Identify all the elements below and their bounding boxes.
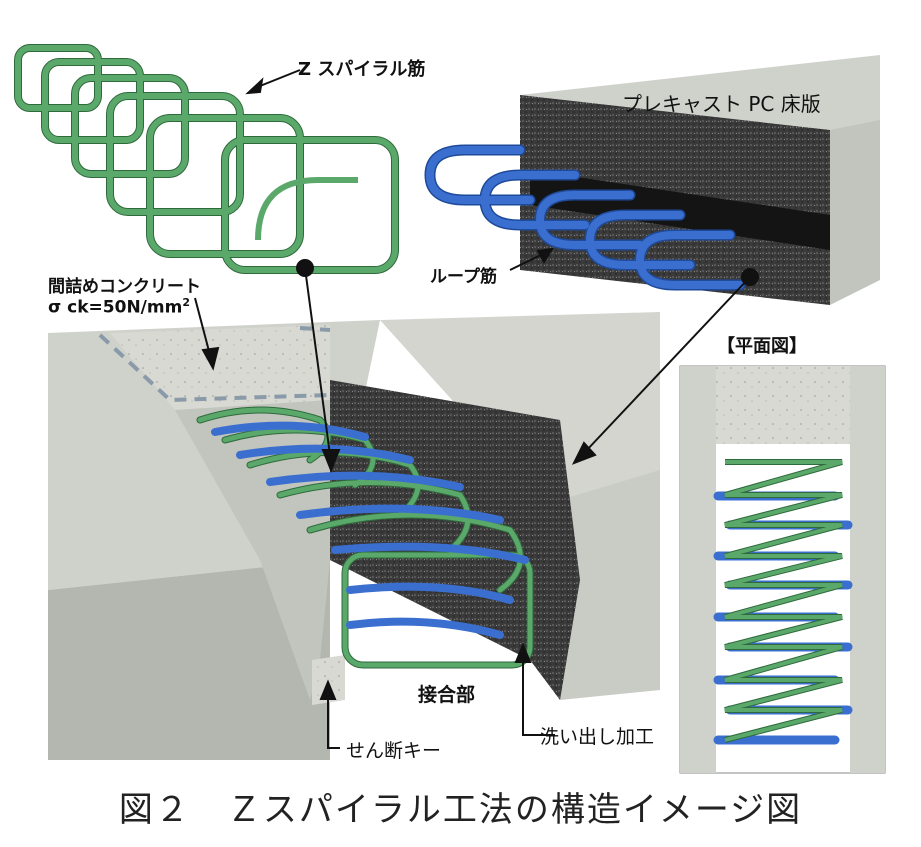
strength-superscript: 2 xyxy=(182,296,190,309)
loop-bar-label: ループ筋 xyxy=(430,267,497,287)
plan-view-illustration xyxy=(679,365,886,774)
joint-label: 接合部 xyxy=(418,684,476,706)
z-spiral-label: Z スパイラル筋 xyxy=(298,59,426,80)
precast-slab-label: プレキャスト PC 床版 xyxy=(622,92,821,116)
loop-bar-illustration xyxy=(424,144,746,291)
shear-key-label: せん断キー xyxy=(346,740,442,762)
leader-lines xyxy=(194,69,759,749)
joint-spiral-bars xyxy=(196,406,534,669)
concrete-strength-label: σ ck=50N/mm2 xyxy=(48,296,190,318)
washout-label: 洗い出し加工 xyxy=(540,726,655,748)
infill-concrete-label: 間詰めコンクリート xyxy=(48,277,201,297)
plan-view-label: 【平面図】 xyxy=(717,336,807,357)
figure-caption: 図２ Ｚスパイラル工法の構造イメージ図 xyxy=(118,790,803,830)
main-slab-illustration xyxy=(48,312,660,760)
z-spiral-bar-illustration xyxy=(14,44,399,274)
